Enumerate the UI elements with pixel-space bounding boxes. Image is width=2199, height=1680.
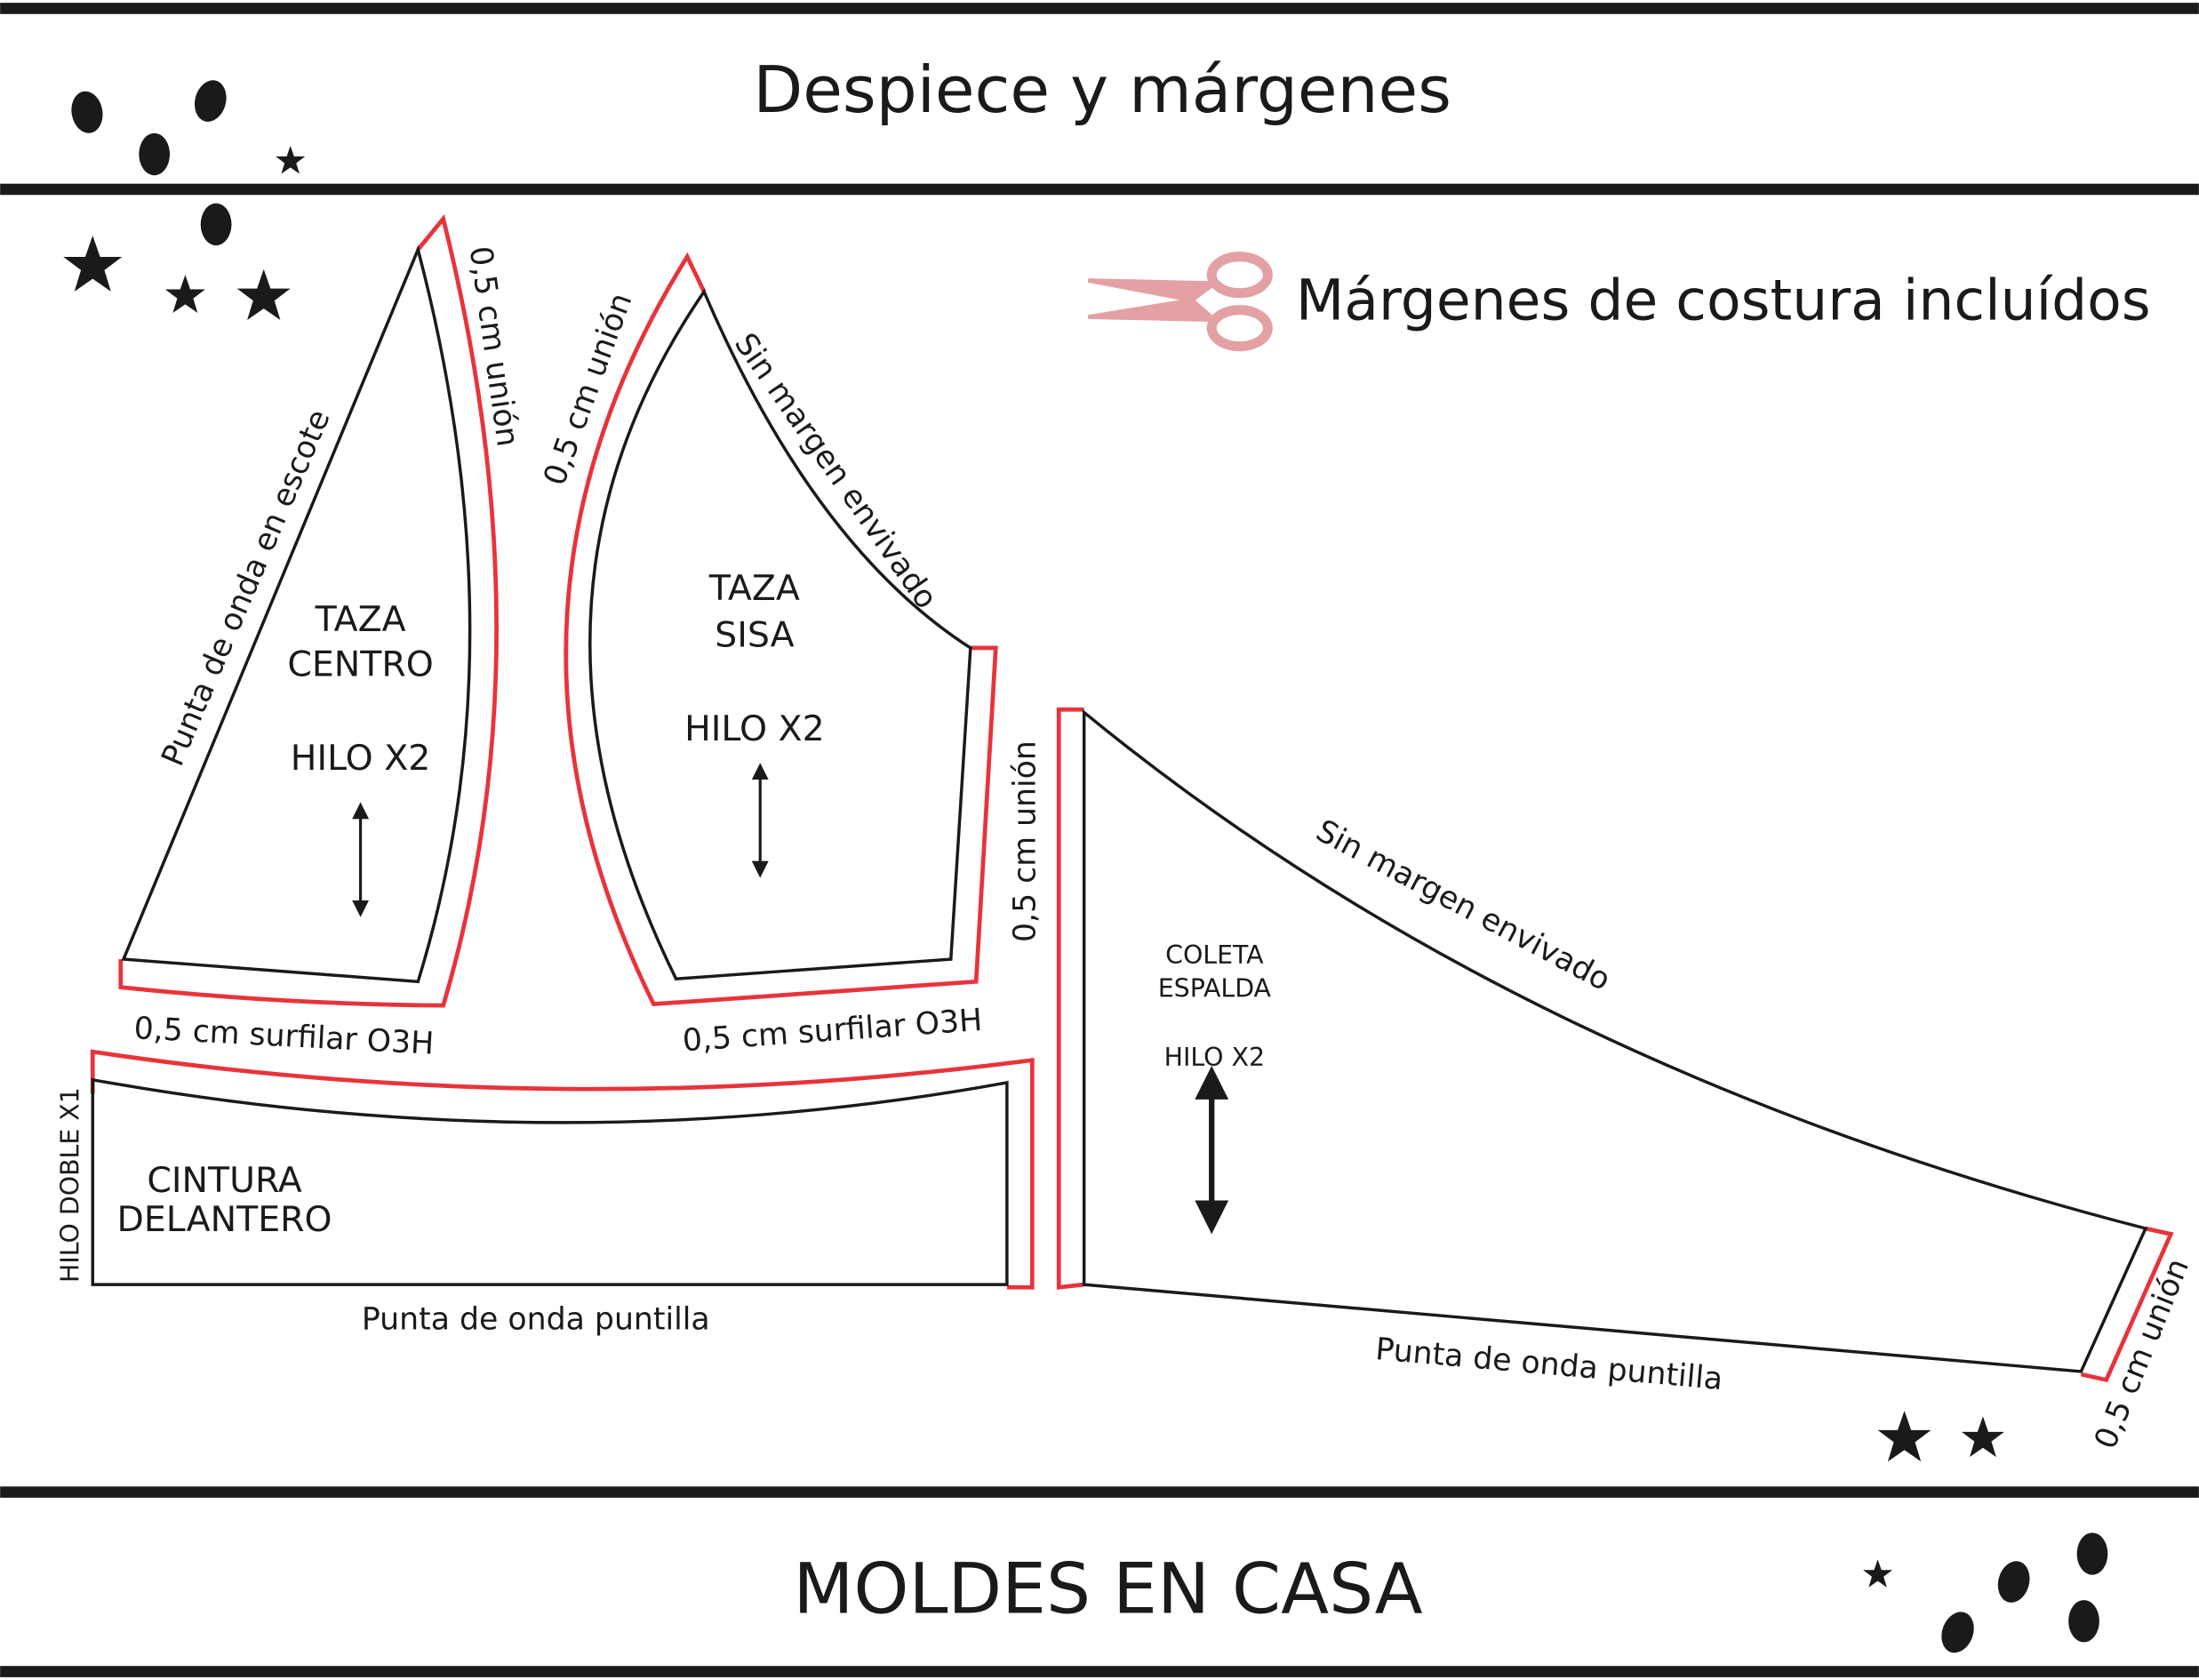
edge-label: Punta de onda en escote (156, 404, 338, 771)
edge-label: Punta de onda puntilla (362, 1302, 710, 1338)
top-rule (0, 3, 2199, 14)
edge-label: 0,5 cm surfilar O3H (682, 1003, 984, 1059)
piece-name: CINTURA (147, 1160, 301, 1201)
grain-label: HILO X2 (684, 708, 825, 749)
decoration-stars-top (63, 146, 306, 321)
edge-label: 0,5 cm unión (2088, 1253, 2196, 1453)
decoration-dots-top (71, 80, 232, 246)
bottom-rule (0, 1666, 2199, 1677)
piece-taza-sisa: TAZA SISA HILO X2 0,5 cm unión Sin marge… (537, 252, 1043, 1059)
header-rule (0, 183, 2199, 196)
grain-label: HILO X2 (291, 738, 431, 779)
piece-taza-centro: TAZA CENTRO HILO X2 Punta de onda en esc… (118, 213, 525, 1062)
piece-name: TAZA (708, 568, 800, 609)
fold-label: HILO DOBLE X1 (55, 1087, 84, 1283)
page-title: Despiece y márgenes (753, 53, 1451, 128)
piece-cintura-delantero: CINTURA DELANTERO HILO DOBLE X1 Punta de… (55, 1049, 1035, 1338)
decoration-stars-bottom (1863, 1411, 2004, 1588)
piece-name: SISA (715, 614, 794, 655)
edge-label: 0,5 cm unión (537, 289, 639, 491)
grain-label: HILO X2 (1164, 1043, 1265, 1072)
edge-label: 0,5 cm unión (1007, 740, 1043, 942)
edge-label: 0,5 cm surfilar O3H (133, 1011, 436, 1062)
piece-name: COLETA (1165, 940, 1264, 970)
piece-name: DELANTERO (117, 1199, 332, 1240)
piece-name: CENTRO (287, 644, 434, 684)
piece-name: ESPALDA (1158, 974, 1272, 1004)
edge-label: Punta de onda puntilla (1374, 1332, 1724, 1397)
piece-coleta-espalda: COLETA ESPALDA HILO X2 Sin margen enviva… (1056, 707, 2196, 1454)
seam-allowance-note: Márgenes de costura incluídos (1296, 268, 2151, 333)
footer-rule (0, 1486, 2199, 1498)
decoration-dots-bottom (1941, 1532, 2108, 1653)
piece-name: TAZA (315, 599, 406, 640)
footer-brand: MOLDES EN CASA (793, 1548, 1422, 1629)
scissors-icon (1087, 252, 1273, 352)
